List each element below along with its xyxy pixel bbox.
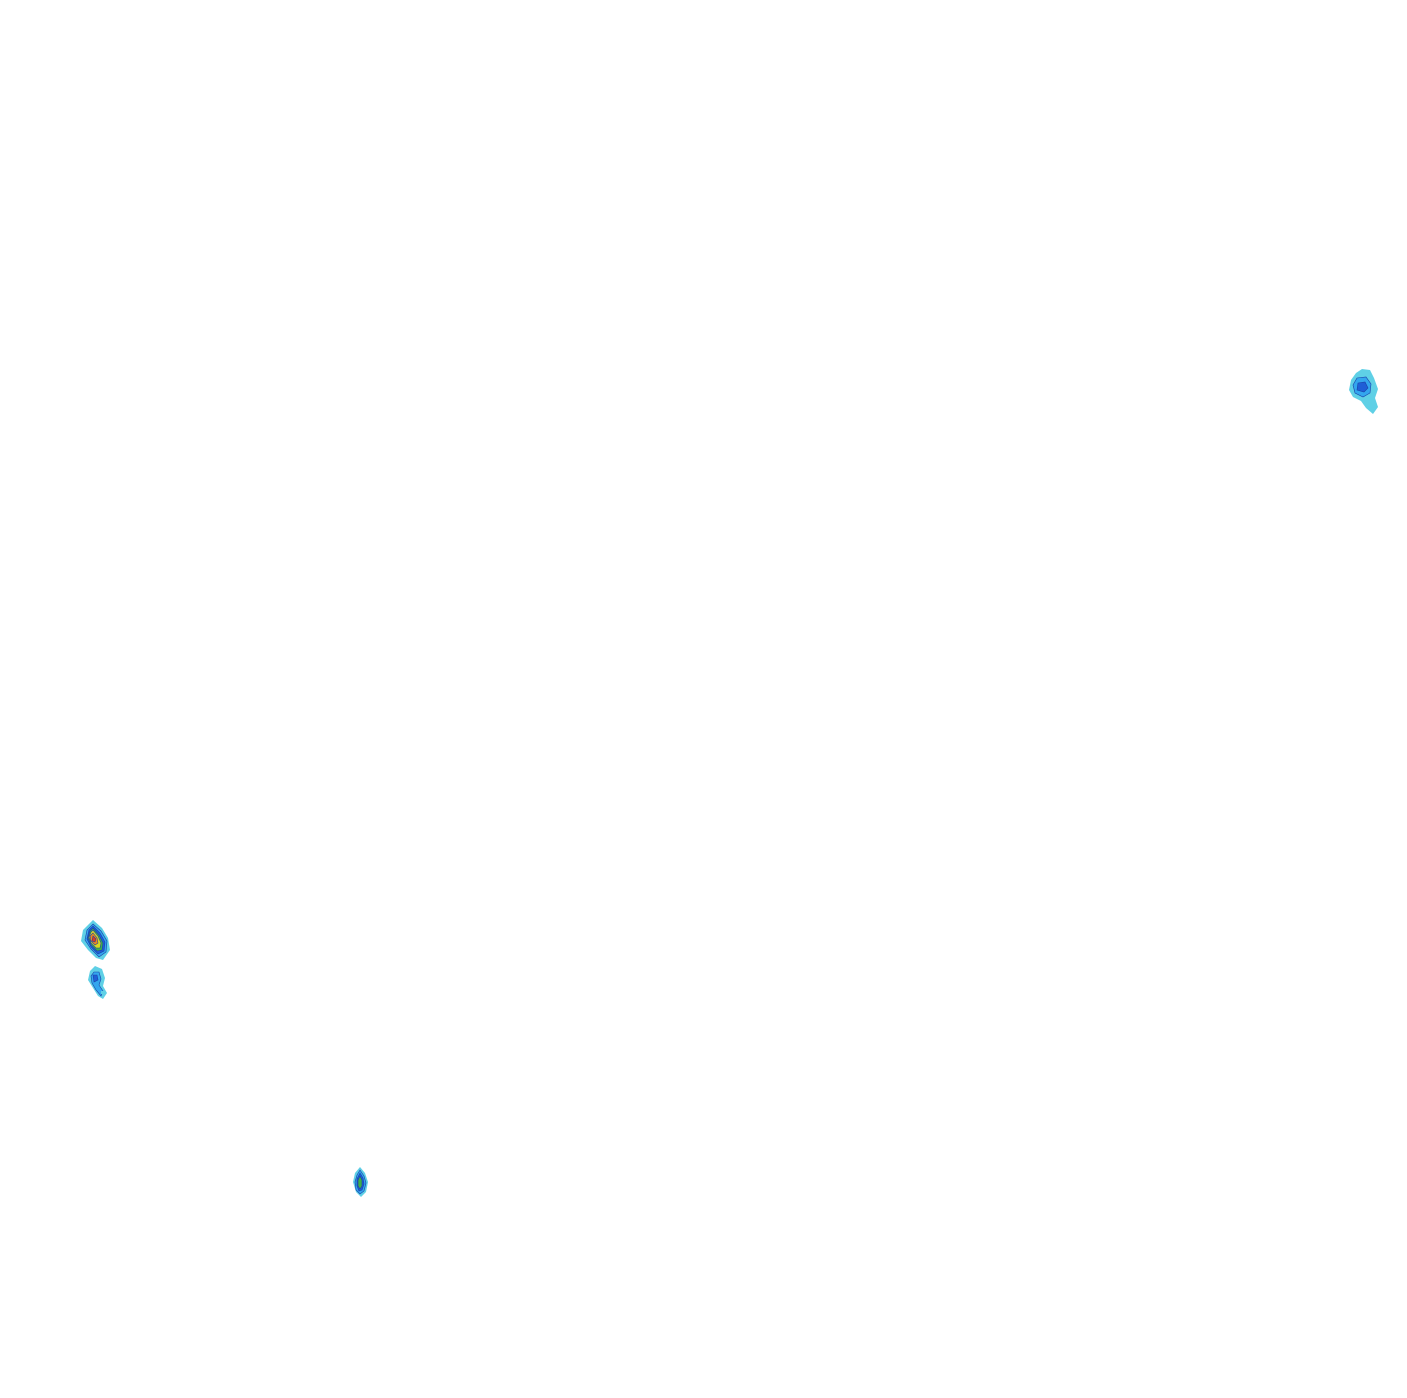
echo-west-small <box>88 966 107 999</box>
echo-east <box>1349 369 1378 414</box>
echo-west-small-level-1-core <box>101 991 104 994</box>
echo-east-level-3 <box>1356 381 1369 393</box>
echo-south-level-4 <box>357 1175 363 1190</box>
echo-south <box>353 1167 368 1197</box>
echo-west-large <box>81 920 110 960</box>
echo-west-large-level-7 <box>91 935 97 943</box>
echo-west-small-level-3 <box>92 974 99 983</box>
